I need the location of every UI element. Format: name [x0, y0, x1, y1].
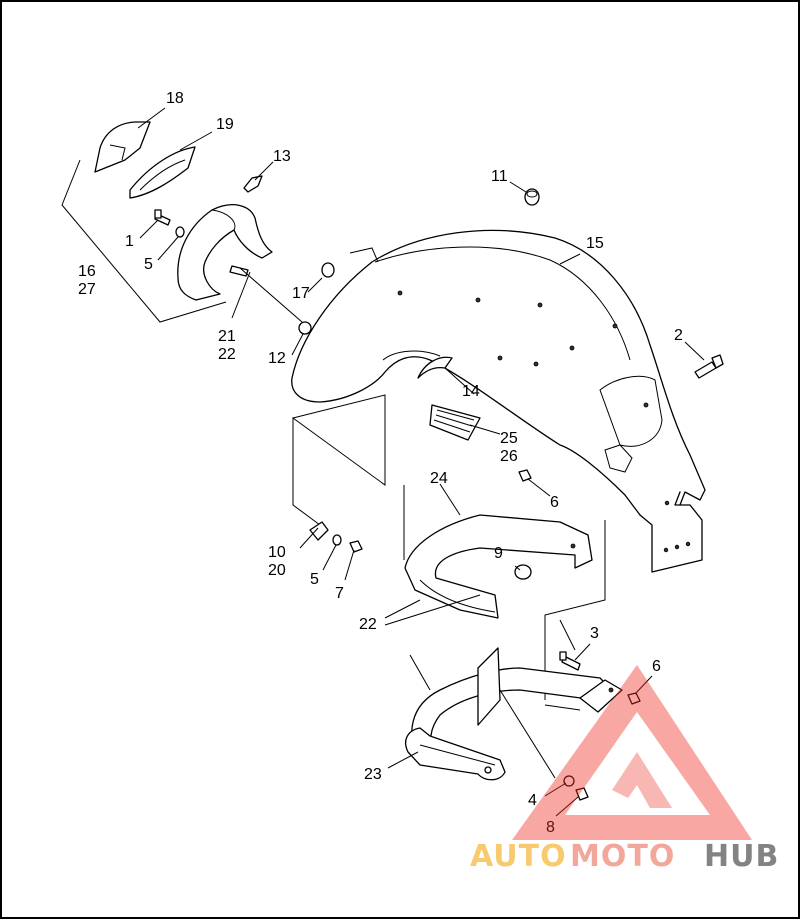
label-11: 11 — [491, 168, 508, 185]
watermark-hub: HUB — [704, 839, 779, 874]
watermark-triangle-inner — [612, 752, 672, 808]
part-screw-1 — [154, 209, 171, 226]
part-clip-10 — [309, 521, 329, 541]
part-light-assembly — [61, 121, 273, 323]
part-bolt-2 — [694, 354, 724, 379]
watermark-triangle — [512, 665, 752, 840]
frame-outline-right — [403, 485, 606, 700]
part-washer-5-upper — [175, 226, 185, 238]
label-26: 26 — [500, 448, 518, 465]
frame-outline-left — [291, 394, 386, 486]
label-12: 12 — [268, 350, 286, 367]
label-27: 27 — [78, 281, 96, 298]
label-5-lower: 5 — [310, 571, 319, 588]
label-25: 25 — [500, 430, 518, 447]
label-13: 13 — [273, 148, 291, 165]
label-9: 9 — [494, 545, 503, 562]
label-6-lower: 6 — [652, 658, 661, 675]
label-8: 8 — [546, 819, 555, 836]
label-4: 4 — [528, 792, 537, 809]
label-14: 14 — [462, 383, 480, 400]
part-grommet-17 — [321, 262, 335, 278]
label-19: 19 — [216, 116, 234, 133]
watermark-auto: AUTO — [470, 839, 567, 874]
part-nut-7 — [349, 540, 363, 553]
leader-lines — [137, 107, 705, 817]
label-15: 15 — [586, 235, 604, 252]
label-18: 18 — [166, 90, 184, 107]
label-1: 1 — [125, 233, 134, 250]
part-rail-24 — [404, 514, 593, 619]
part-bolt-3 — [559, 651, 581, 671]
part-labels: 18 19 13 1 5 16 27 17 21 22 12 11 15 2 1… — [78, 90, 683, 836]
label-21: 21 — [218, 328, 236, 345]
label-22-lower: 22 — [359, 616, 377, 633]
watermark-moto: MOTO — [570, 839, 675, 874]
part-grommet-11 — [524, 188, 540, 206]
frame-outline-left-lower — [292, 418, 321, 526]
label-16: 16 — [78, 263, 96, 280]
label-10: 10 — [268, 544, 286, 561]
part-nut-6-lower — [627, 692, 641, 705]
part-nut-6-upper — [518, 469, 532, 482]
label-20: 20 — [268, 562, 286, 579]
label-3: 3 — [590, 625, 599, 642]
label-7: 7 — [335, 585, 344, 602]
label-17: 17 — [292, 285, 310, 302]
label-2: 2 — [674, 327, 683, 344]
part-washer-4 — [563, 775, 575, 787]
label-23: 23 — [364, 766, 382, 783]
label-22-upper: 22 — [218, 346, 236, 363]
part-reflector-25 — [429, 404, 481, 441]
part-clamp-9 — [514, 564, 532, 580]
watermark: AUTO MOTO HUB — [470, 665, 779, 874]
part-rail-23 — [405, 647, 623, 781]
part-washer-5-lower — [332, 534, 342, 546]
part-bulb-13 — [243, 175, 263, 193]
part-fender — [291, 229, 706, 573]
label-24: 24 — [430, 470, 448, 487]
part-nut-12 — [239, 267, 312, 335]
part-reflector-14 — [417, 356, 453, 379]
label-5-upper: 5 — [144, 256, 153, 273]
label-6-upper: 6 — [550, 494, 559, 511]
part-nut-8 — [575, 787, 589, 801]
